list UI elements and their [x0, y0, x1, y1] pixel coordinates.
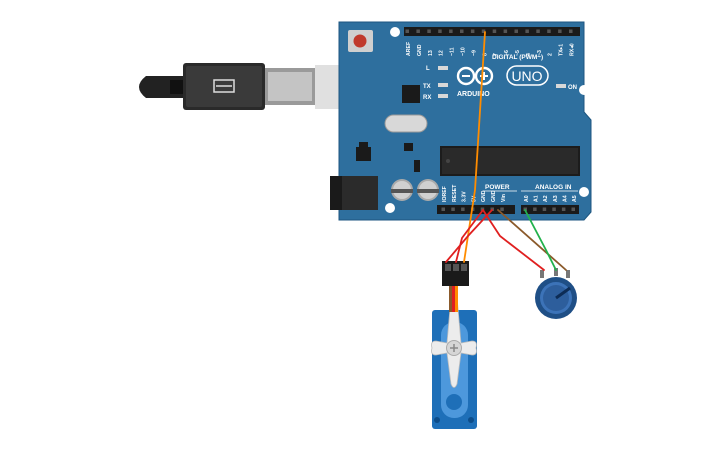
header-pin[interactable]	[438, 29, 442, 34]
wire-5v-pot[interactable]	[482, 209, 545, 271]
header-pin[interactable]	[481, 29, 486, 34]
led-rx-label: RX	[423, 95, 431, 101]
pin-label: ~9	[471, 50, 477, 56]
led-l-label: L	[426, 66, 430, 72]
pin-label: AREF	[406, 42, 412, 56]
header-pin[interactable]	[460, 29, 464, 34]
voltage-regulator	[356, 147, 371, 161]
header-pin[interactable]	[552, 207, 556, 212]
header-pin[interactable]	[492, 29, 497, 34]
power-jack	[330, 176, 378, 210]
potentiometer-icon[interactable]	[535, 268, 577, 319]
digital-header	[404, 27, 580, 36]
model-badge	[506, 65, 549, 86]
reset-button[interactable]	[348, 30, 373, 52]
pin-label: A5	[572, 195, 578, 202]
header-pin[interactable]	[514, 29, 519, 34]
mounting-hole	[579, 187, 589, 197]
model-label: UNO	[511, 68, 542, 84]
pin-label: IOREF	[442, 186, 448, 202]
led-on-label: ON	[568, 85, 577, 91]
led-l	[438, 66, 448, 70]
header-pin[interactable]	[571, 207, 576, 212]
analog-header	[521, 205, 579, 214]
power-header	[437, 205, 515, 214]
brand-label: ARDUINO	[457, 91, 490, 98]
small-chip	[404, 143, 413, 151]
arduino-uno-board[interactable]: L TX RX ON ARDUINO UNO DIGITAL (PWM~) AR…	[330, 21, 592, 221]
capacitor	[417, 179, 439, 201]
wire-signal[interactable]	[463, 31, 486, 263]
pin-label: TX▸1	[559, 44, 565, 56]
header-pin[interactable]	[449, 29, 453, 34]
header-pin[interactable]	[525, 29, 529, 34]
mounting-hole	[579, 85, 589, 95]
power-label: POWER	[485, 184, 510, 191]
header-pin[interactable]	[441, 207, 446, 212]
pin-label: 3.3V	[462, 191, 468, 202]
pin-label: A0	[524, 195, 530, 202]
header-pin[interactable]	[500, 207, 504, 212]
capacitor	[391, 179, 413, 201]
wire-gnd[interactable]	[445, 209, 493, 263]
pin-label: ~6	[504, 50, 510, 56]
analog-label: ANALOG IN	[535, 184, 572, 191]
header-pin[interactable]	[405, 29, 410, 34]
pin-label: ~3	[537, 50, 543, 56]
pin-label: A2	[543, 195, 549, 202]
arduino-logo-icon	[456, 66, 494, 86]
pin-label: GND	[481, 190, 487, 202]
header-pin[interactable]	[536, 29, 540, 34]
pin-label: RX◂0	[570, 43, 576, 56]
pin-label: 8	[482, 53, 488, 56]
led-on	[556, 84, 566, 88]
pin-label: 4	[526, 53, 532, 56]
header-pin[interactable]	[569, 29, 573, 34]
led-tx-label: TX	[423, 84, 431, 90]
wire-5v[interactable]	[455, 209, 484, 263]
wire-analog[interactable]	[524, 209, 557, 271]
header-pin[interactable]	[416, 29, 420, 34]
pin-label: Vin	[501, 194, 507, 202]
pin-label: ~10	[461, 47, 467, 56]
header-pin[interactable]	[451, 207, 455, 212]
pin-label: GND	[491, 190, 497, 202]
header-pin[interactable]	[533, 207, 537, 212]
header-pin[interactable]	[558, 29, 562, 34]
wires	[445, 31, 567, 271]
header-pin[interactable]	[461, 207, 465, 212]
header-pin[interactable]	[470, 29, 475, 34]
header-pin[interactable]	[561, 207, 566, 212]
led-rx	[438, 94, 448, 98]
micro-servo-icon[interactable]	[431, 261, 478, 429]
atmega-chip	[440, 146, 580, 176]
digital-header-label: DIGITAL (PWM~)	[492, 54, 543, 61]
pin-label: ~11	[450, 47, 456, 56]
pin-label: RESET	[452, 184, 458, 202]
wire-gnd-pot[interactable]	[497, 209, 567, 271]
header-pin[interactable]	[547, 29, 551, 34]
crystal-oscillator	[384, 114, 428, 133]
pin-label: 12	[439, 50, 445, 56]
pin-label: A3	[553, 195, 559, 202]
pin-label: 7	[493, 53, 499, 56]
header-pin[interactable]	[542, 207, 547, 212]
mounting-hole	[390, 27, 400, 37]
header-pin[interactable]	[480, 207, 485, 212]
pin-label: 13	[428, 50, 434, 56]
header-pin[interactable]	[503, 29, 508, 34]
pin-label: GND	[417, 44, 423, 56]
led-tx	[438, 83, 448, 87]
header-pin[interactable]	[427, 29, 431, 34]
pin-label: A4	[562, 195, 568, 202]
usb-chip	[402, 85, 420, 103]
pin-label: 2	[548, 53, 554, 56]
mounting-hole	[385, 203, 395, 213]
pin-label: A1	[534, 195, 540, 202]
digital-pin-labels: AREF GND 13 12 ~11 ~10 ~9 8 7 ~6 ~5 4 ~3 2 TX▸1 RX◂0	[405, 29, 576, 56]
pin-label: ~5	[515, 50, 521, 56]
